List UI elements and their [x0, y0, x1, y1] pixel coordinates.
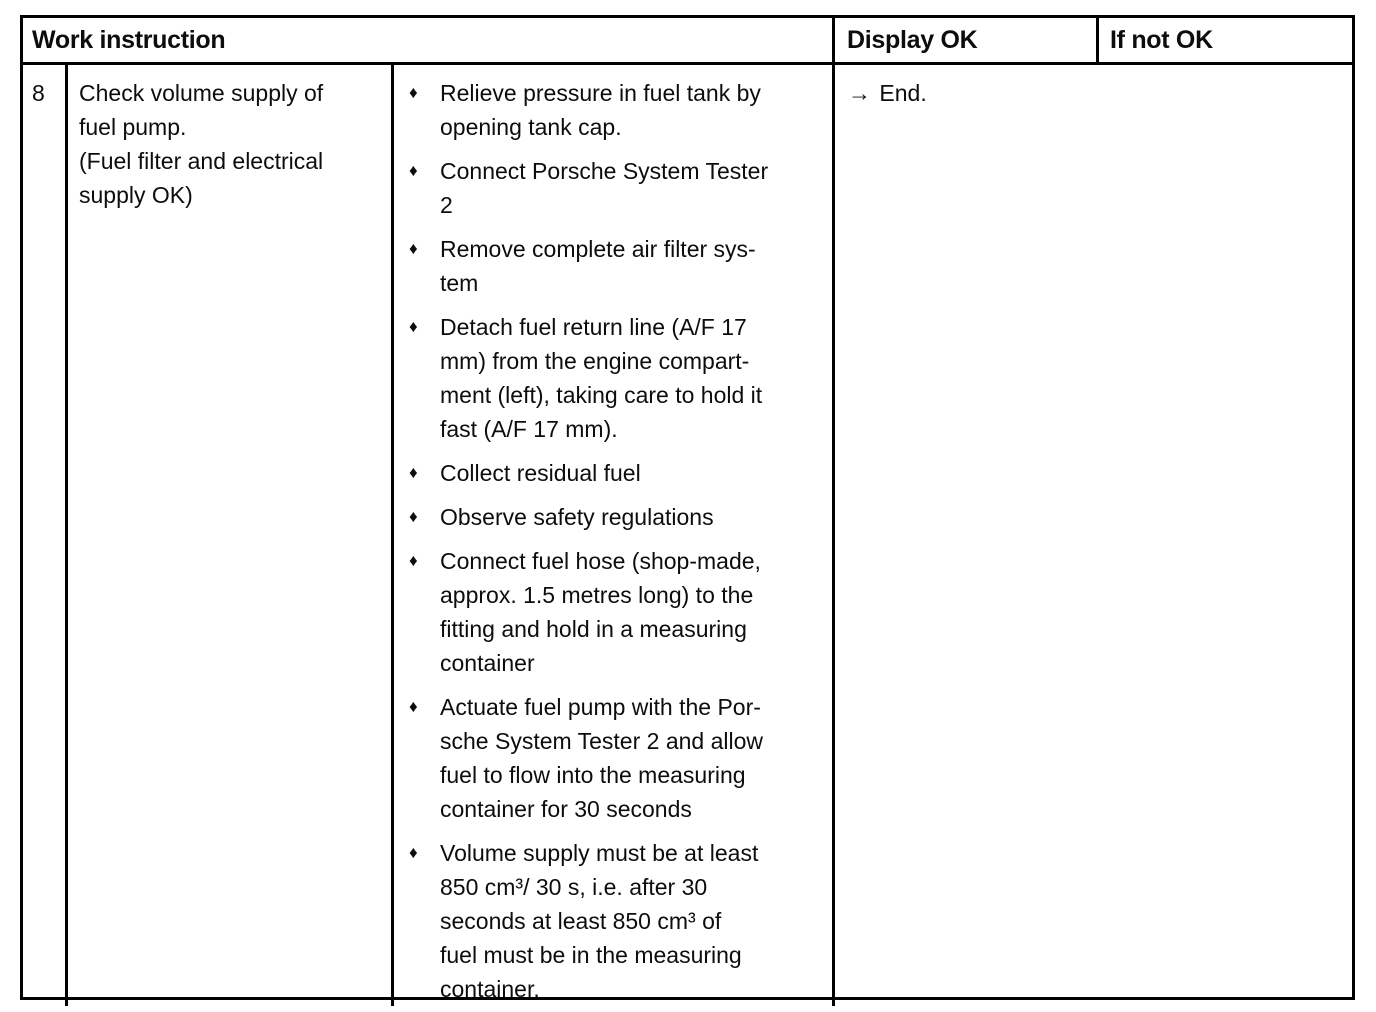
step-text: Connect Porsche System Tester 2: [440, 158, 769, 218]
step-text: Relieve pressure in fuel tank by opening…: [440, 80, 761, 140]
diamond-bullet-icon: ♦: [409, 463, 418, 482]
diamond-bullet-icon: ♦: [409, 551, 418, 570]
step-text: Observe safety regulations: [440, 504, 714, 530]
column-header-work-instruction: Work instruction: [23, 18, 832, 65]
procedure-step: ♦ Actuate fuel pump with the Por- sche S…: [394, 690, 826, 826]
display-ok-result-cell: → End.: [832, 65, 1352, 1006]
diamond-bullet-icon: ♦: [409, 239, 418, 258]
step-text: Detach fuel return line (A/F 17 mm) from…: [440, 314, 763, 442]
procedure-steps-cell: ♦ Relieve pressure in fuel tank by openi…: [394, 65, 832, 1006]
procedure-step: ♦ Connect Porsche System Tester 2: [394, 154, 826, 222]
step-text: Volume supply must be at least 850 cm³/ …: [440, 840, 759, 1002]
diamond-bullet-icon: ♦: [409, 507, 418, 526]
diamond-bullet-icon: ♦: [409, 697, 418, 716]
procedure-step: ♦ Relieve pressure in fuel tank by openi…: [394, 76, 826, 144]
step-number-cell: 8: [23, 65, 68, 1006]
step-text: Actuate fuel pump with the Por- sche Sys…: [440, 694, 764, 822]
diamond-bullet-icon: ♦: [409, 317, 418, 336]
diamond-bullet-icon: ♦: [409, 83, 418, 102]
step-text: Connect fuel hose (shop-made, approx. 1.…: [440, 548, 761, 676]
display-ok-result-text: End.: [879, 80, 927, 106]
procedure-step: ♦ Connect fuel hose (shop-made, approx. …: [394, 544, 826, 680]
task-description-cell: Check volume supply of fuel pump. (Fuel …: [68, 65, 394, 1006]
step-text: Collect residual fuel: [440, 460, 641, 486]
procedure-step: ♦ Collect residual fuel: [394, 456, 826, 490]
step-text: Remove complete air filter sys- tem: [440, 236, 756, 296]
procedure-step: ♦ Observe safety regulations: [394, 500, 826, 534]
work-instruction-table: Work instruction Display OK If not OK 8 …: [20, 15, 1355, 1006]
procedure-step: ♦ Detach fuel return line (A/F 17 mm) fr…: [394, 310, 826, 446]
procedure-step: ♦ Volume supply must be at least 850 cm³…: [394, 836, 826, 1006]
diamond-bullet-icon: ♦: [409, 843, 418, 862]
arrow-right-icon: →: [848, 80, 873, 106]
column-header-if-not-ok: If not OK: [1096, 18, 1352, 65]
diamond-bullet-icon: ♦: [409, 161, 418, 180]
column-header-display-ok: Display OK: [832, 18, 1096, 65]
procedure-step: ♦ Remove complete air filter sys- tem: [394, 232, 826, 300]
